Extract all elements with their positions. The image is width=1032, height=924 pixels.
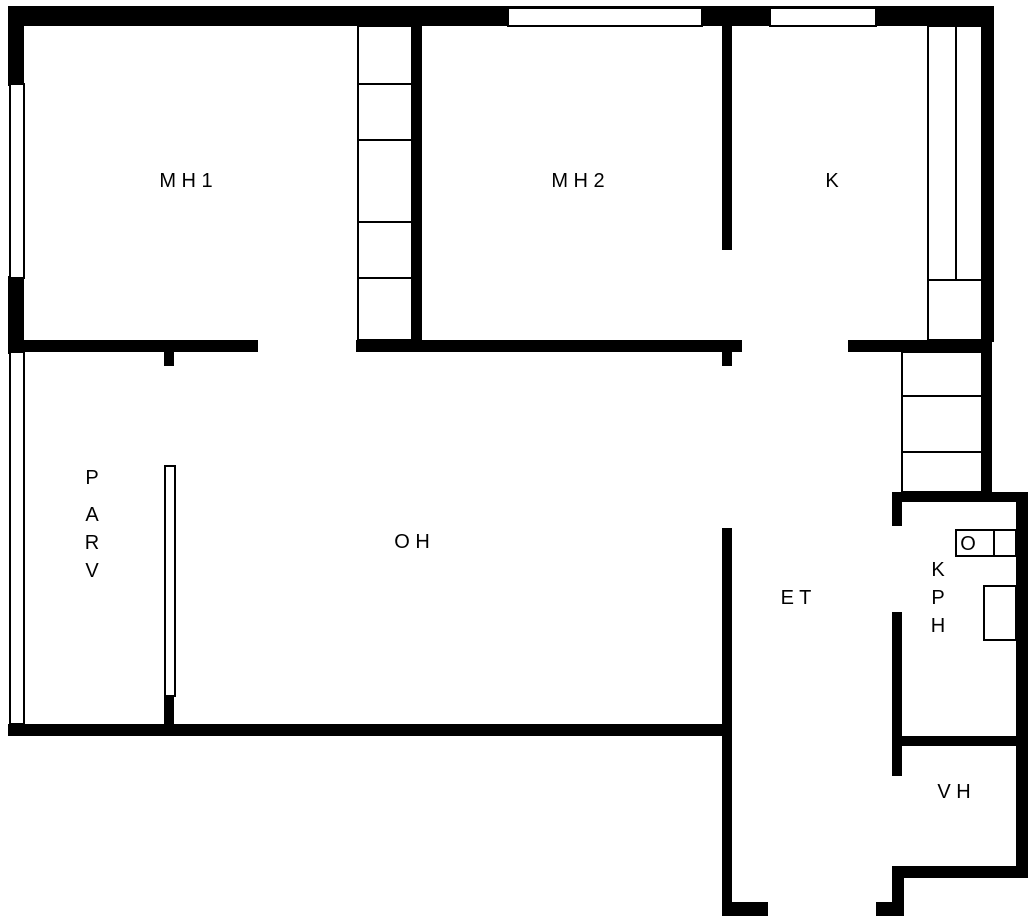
label-parv-letter: P — [85, 467, 98, 489]
wall-entrance-bottom-left — [722, 902, 768, 916]
wall-right-stair — [982, 342, 992, 496]
window-k — [769, 7, 877, 27]
wall-kph-right — [1016, 492, 1028, 876]
label-oven: O — [960, 533, 976, 555]
wall-mh1-mh2 — [412, 26, 422, 342]
label-kph-letter: H — [931, 615, 945, 637]
label-mh2: M H 2 — [551, 170, 604, 192]
wall-vh-corner — [892, 866, 904, 916]
wall-vh-bottom — [892, 866, 1028, 878]
oven-box — [955, 529, 1017, 557]
wall-stub-left — [164, 352, 174, 366]
window-mh1-left — [9, 83, 25, 279]
wall-mid-left — [8, 340, 258, 352]
wall-right-upper — [982, 6, 994, 342]
label-vh: V H — [937, 781, 970, 803]
wall-parv-stub — [164, 696, 174, 724]
window-parv-divider — [164, 465, 176, 697]
window-mh2 — [507, 7, 703, 27]
label-oh: O H — [394, 531, 430, 553]
label-kph-letter: K — [931, 559, 945, 581]
wall-left-mid — [8, 276, 24, 354]
room-labels: M H 1 M H 2 K O H E T V H P A R V K P H … — [85, 170, 976, 803]
wardrobe-mh1 — [357, 25, 413, 341]
wall-mid-center — [356, 340, 742, 352]
label-k: K — [825, 170, 839, 192]
window-parv-left — [9, 351, 25, 725]
hall-cabinets — [901, 351, 983, 493]
wall-stub-center — [722, 352, 732, 366]
windows — [9, 7, 877, 725]
label-parv-letter: A — [85, 504, 99, 526]
bath-fixture — [983, 585, 1017, 641]
wall-kph-left-upper — [892, 492, 902, 526]
label-et: E T — [781, 587, 812, 609]
label-parv-letter: V — [85, 560, 99, 582]
wall-mid-right — [848, 340, 990, 352]
wall-kph-vh-divider — [892, 736, 1028, 746]
wall-et-left-lower — [722, 736, 732, 914]
wall-et-left-upper — [722, 528, 732, 736]
label-parv-letter: R — [85, 532, 99, 554]
wall-top — [8, 6, 992, 26]
wall-kph-top — [892, 492, 1028, 502]
label-kph-letter: P — [931, 587, 944, 609]
wall-left-upper — [8, 6, 24, 86]
label-mh1: M H 1 — [159, 170, 212, 192]
walls — [8, 6, 1028, 916]
fixtures — [357, 25, 1017, 641]
wall-mh2-k — [722, 26, 732, 250]
wall-kph-left-lower — [892, 612, 902, 776]
wall-bottom-left — [8, 724, 732, 736]
